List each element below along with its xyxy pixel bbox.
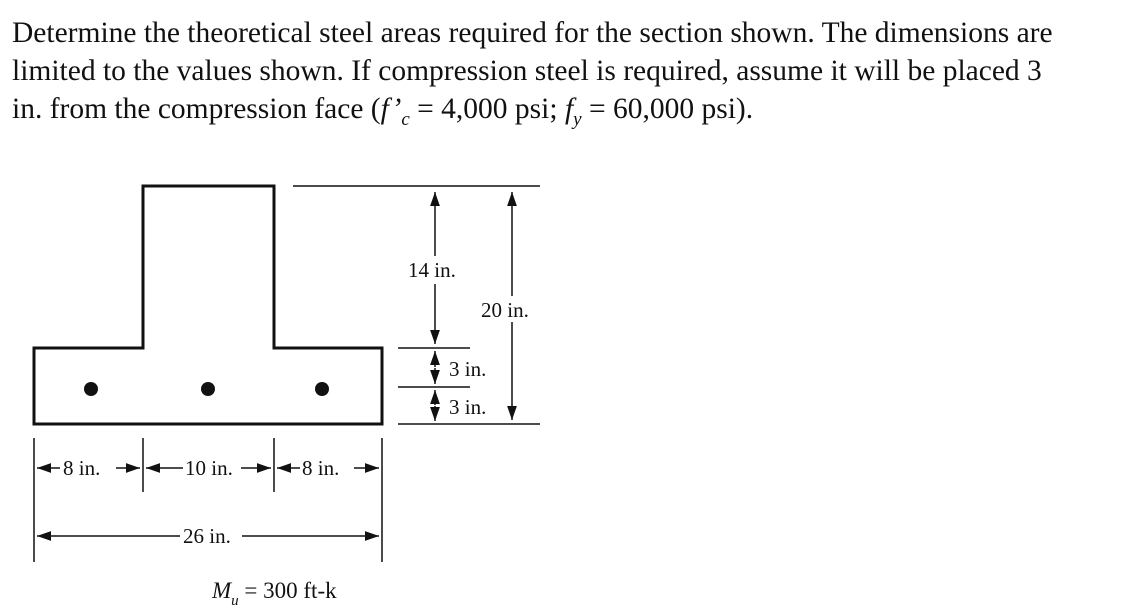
- problem-line-3-text: in. from the compression face (: [12, 93, 381, 125]
- rebar-right: [315, 382, 329, 396]
- fc-value: = 4,000 psi;: [409, 93, 565, 125]
- dim-8-left-label: 8 in.: [63, 456, 100, 480]
- dim-8-right-label: 8 in.: [302, 456, 339, 480]
- dim-3-top-label: 3 in.: [449, 357, 486, 381]
- dim-3-bottom-label: 3 in.: [449, 395, 486, 419]
- moment-label: Mu = 300 ft-k: [211, 578, 337, 609]
- dim-26-label: 26 in.: [183, 524, 231, 548]
- rebar-left: [84, 382, 98, 396]
- moment-subscript: u: [231, 593, 239, 609]
- beam-section-outline: [32, 184, 384, 426]
- moment-value: = 300 ft-k: [239, 578, 337, 603]
- dim-10-label: 10 in.: [185, 456, 233, 480]
- dim-14-label: 14 in.: [408, 258, 456, 282]
- problem-statement: Determine the theoretical steel areas re…: [12, 14, 1140, 130]
- rebar-center: [201, 382, 215, 396]
- fy-value: = 60,000 psi).: [581, 93, 754, 125]
- problem-line-1: Determine the theoretical steel areas re…: [12, 17, 1053, 49]
- moment-symbol: M: [211, 578, 233, 603]
- problem-line-2: limited to the values shown. If compress…: [12, 55, 1042, 87]
- fy-symbol: fy: [564, 93, 582, 130]
- fc-symbol: f’c: [380, 93, 410, 130]
- dim-20-label: 20 in.: [481, 298, 529, 322]
- problem-line-3: in. from the compression face (f’c = 4,0…: [12, 90, 1140, 130]
